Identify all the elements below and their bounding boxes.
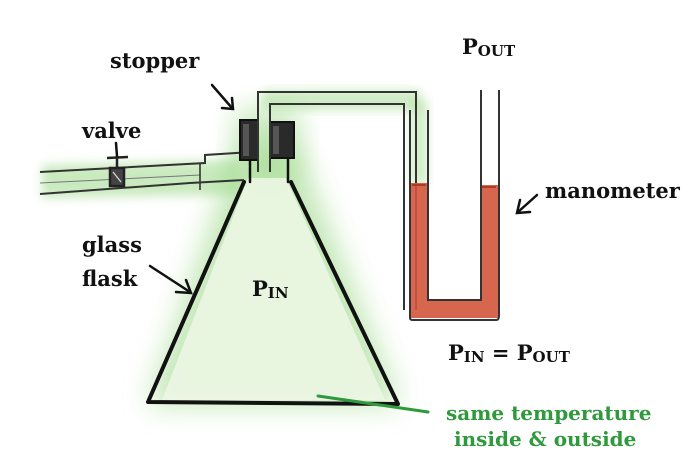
manometer-label: manometer — [545, 178, 681, 203]
p-in-label: PIN — [252, 276, 289, 302]
p-out-label: POUT — [462, 34, 516, 60]
temperature-arrow — [316, 394, 430, 414]
temperature-label-line2: inside & outside — [454, 427, 636, 451]
stopper-label: stopper — [110, 48, 200, 73]
label-arrows — [114, 83, 539, 295]
valve-label: valve — [81, 118, 141, 143]
glass-label: glass — [82, 232, 142, 257]
valve — [106, 155, 129, 188]
flask-inner-fill — [162, 178, 385, 400]
pressure-equation: PIN = POUT — [448, 340, 571, 366]
manometer — [409, 90, 500, 321]
temperature-label-line1: same temperature — [446, 401, 651, 425]
flask-label: flask — [82, 266, 138, 291]
